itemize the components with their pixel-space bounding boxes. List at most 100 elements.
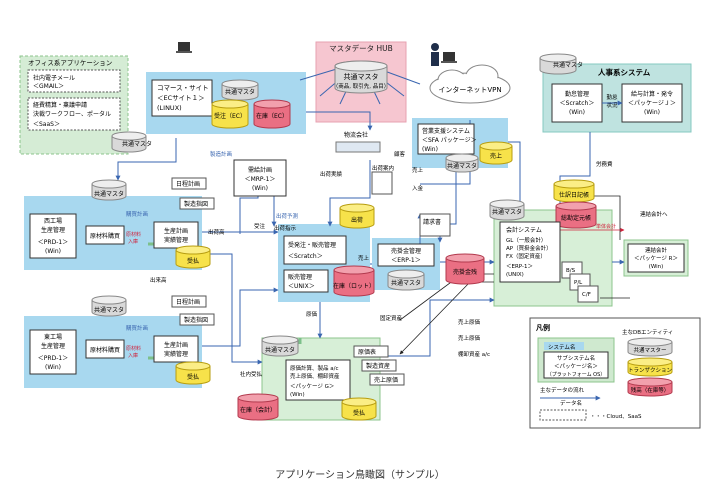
svg-text:労務費: 労務費 [596,160,613,168]
svg-text:共通マスタ: 共通マスタ [122,140,152,148]
svg-text:(Win): (Win) [252,185,268,192]
svg-text:経費精算・稟議申請: 経費精算・稟議申請 [33,101,87,109]
svg-text:在庫（EC）: 在庫（EC） [256,112,288,120]
diagram-caption: アプリケーション鳥瞰図（サンプル） [275,470,445,481]
logistics: 物流会社 顧客 出荷実績 出荷案内 売上 入金 請求書 出荷 出荷指示 [274,131,451,237]
svg-text:給与計算・発令: 給与計算・発令 [631,90,673,98]
office-apps: オフィス系アプリケーション 社内電子メール ＜GMAIL＞ 経費精算・稟議申請 … [27,58,152,153]
svg-text:(Win): (Win) [290,392,305,398]
svg-text:＜Scratch＞: ＜Scratch＞ [560,100,595,107]
svg-text:(Win): (Win) [45,364,61,371]
svg-text:凡例: 凡例 [536,323,550,332]
svg-text:FX（固定資産）: FX（固定資産） [506,252,546,260]
master-db-icon [334,60,388,72]
svg-text:売掛金管理: 売掛金管理 [391,247,421,255]
svg-text:日程計画: 日程計画 [176,180,200,188]
svg-text:共通マスタ: 共通マスタ [94,306,124,314]
master-hub-title: マスタデータ HUB [329,43,393,53]
svg-text:出荷実績: 出荷実績 [320,170,343,178]
svg-text:(Win): (Win) [644,109,660,116]
svg-text:＜GMAIL＞: ＜GMAIL＞ [33,83,64,90]
svg-text:（プラットフォーム OS）: （プラットフォーム OS） [547,372,606,378]
svg-text:出荷高: 出荷高 [208,228,225,236]
svg-text:出荷指示: 出荷指示 [274,224,297,232]
svg-text:仕訳日記帳: 仕訳日記帳 [559,191,589,199]
svg-text:原材料: 原材料 [126,345,141,352]
svg-text:受発注・販売管理: 受発注・販売管理 [288,241,336,249]
warehouse-icon [335,141,381,153]
svg-text:製造資産: 製造資産 [366,362,390,370]
legend: 凡例 システム名 サブシステム名 ＜パッケージ名＞ （プラットフォーム OS） … [529,317,701,429]
svg-text:請求書: 請求書 [423,218,441,226]
hr-title: 人事系システム [598,67,651,77]
svg-text:＜PRD-1＞: ＜PRD-1＞ [38,355,68,362]
svg-text:共通マスター: 共通マスター [633,346,666,354]
svg-text:需給計画: 需給計画 [248,166,272,174]
east-factory: 共通マスタ 日程計画 製造指図 東工場 生産管理 ＜PRD-1＞ (Win) 購… [29,295,215,385]
svg-text:生産計画: 生産計画 [164,227,188,235]
accounts-receivable: 売掛金管理 ＜ERP-1＞ 共通マスタ 売掛金残 [377,243,485,291]
svg-text:AP（買掛金会計）: AP（買掛金会計） [506,244,552,252]
ec-site: コマース・サイト ＜ECサイト１＞ (LINUX) 共通マスタ 受注（EC） 在… [151,79,291,129]
svg-text:＜パッケージ R＞: ＜パッケージ R＞ [634,255,678,262]
accounting-system: 共通マスタ 仕訳日記帳 総勘定元帳 会計システム GL（一般会計） AP（買掛金… [489,160,668,303]
svg-text:＜SFA パッケージ＞: ＜SFA パッケージ＞ [422,137,477,144]
svg-text:入金: 入金 [412,184,424,192]
svg-text:＜MRP-1＞: ＜MRP-1＞ [245,176,276,183]
svg-text:共通マスタ: 共通マスタ [553,61,583,69]
svg-text:トランザクション: トランザクション [628,367,673,374]
svg-text:・・・Cloud、SaaS: ・・・Cloud、SaaS [590,414,642,420]
order-management: 受発注・販売管理 ＜Scratch＞ 販売管理 ＜UNIX＞ 受注 在庫（ロット… [254,222,375,297]
svg-text:受注（EC）: 受注（EC） [214,112,246,120]
svg-text:共通マスタ: 共通マスタ [225,88,255,96]
west-factory: 共通マスタ 日程計画 製造指図 西工場 生産管理 ＜PRD-1＞ (Win) 購… [29,177,225,284]
master-db-title: 共通マスタ [344,72,379,81]
svg-text:出荷案内: 出荷案内 [372,164,394,172]
svg-text:受払: 受払 [353,409,365,417]
svg-text:在庫（ロット）: 在庫（ロット） [333,282,375,290]
svg-text:P/L: P/L [574,280,583,286]
mrp-system: 需給計画 ＜MRP-1＞ (Win) 製造計画 出荷予測 [210,150,299,220]
svg-text:＜Scratch＞: ＜Scratch＞ [288,253,323,260]
svg-text:主なDBエンティティ: 主なDBエンティティ [622,328,673,336]
svg-text:物流会社: 物流会社 [344,131,368,139]
svg-text:＜パッケージ名＞: ＜パッケージ名＞ [554,362,598,370]
svg-text:勤怠: 勤怠 [606,93,618,101]
svg-text:＜ERP-1＞: ＜ERP-1＞ [506,264,533,270]
svg-text:出荷: 出荷 [351,216,363,224]
svg-text:西工場: 西工場 [44,217,62,225]
svg-text:決裁ワークフロー、ポータル: 決裁ワークフロー、ポータル [33,110,111,118]
svg-text:総勘定元帳: 総勘定元帳 [561,214,591,222]
svg-text:購買計画: 購買計画 [126,324,148,332]
cost-accounting: 共通マスタ 原価計算、製品 a/c 売上原価、棚卸資産 ＜パッケージ G＞ (W… [237,310,490,421]
svg-text:(LINUX): (LINUX) [157,104,182,112]
svg-text:生産管理: 生産管理 [41,226,65,234]
svg-text:売掛金残: 売掛金残 [453,268,477,276]
svg-text:売上: 売上 [358,254,370,262]
svg-text:販売管理: 販売管理 [288,273,312,281]
person-icon [431,43,439,66]
svg-text:顧客: 顧客 [394,150,406,158]
svg-text:生産計画: 生産計画 [164,341,188,349]
svg-text:共通マスタ: 共通マスタ [391,279,421,287]
master-db-sub: （商品, 取引先, 品目） [333,82,390,90]
sales-support-system: 営業支援システム ＜SFA パッケージ＞ (Win) 売上 共通マスタ [417,123,513,173]
svg-text:売上: 売上 [412,166,424,174]
svg-text:入庫: 入庫 [128,352,138,359]
svg-text:＜PRD-1＞: ＜PRD-1＞ [38,239,68,246]
svg-text:受払: 受払 [187,257,199,265]
consolidated-accounting: 連結会計 ＜パッケージ R＞ (Win) [627,243,685,273]
office-apps-title: オフィス系アプリケーション [28,58,112,67]
svg-text:原材料購買: 原材料購買 [90,346,120,354]
svg-text:購買計画: 購買計画 [126,210,148,218]
vpn-master-db: 共通マスタ [539,53,583,75]
svg-text:C/F: C/F [582,292,591,298]
svg-text:(UNIX): (UNIX) [506,272,524,278]
svg-text:会計システム: 会計システム [506,226,542,234]
svg-text:出来高: 出来高 [150,276,167,284]
svg-text:社内受払: 社内受払 [240,370,263,378]
svg-text:出荷予測: 出荷予測 [276,212,299,220]
svg-text:売上原価、棚卸資産: 売上原価、棚卸資産 [290,372,340,380]
svg-text:サブシステム名: サブシステム名 [557,354,595,362]
